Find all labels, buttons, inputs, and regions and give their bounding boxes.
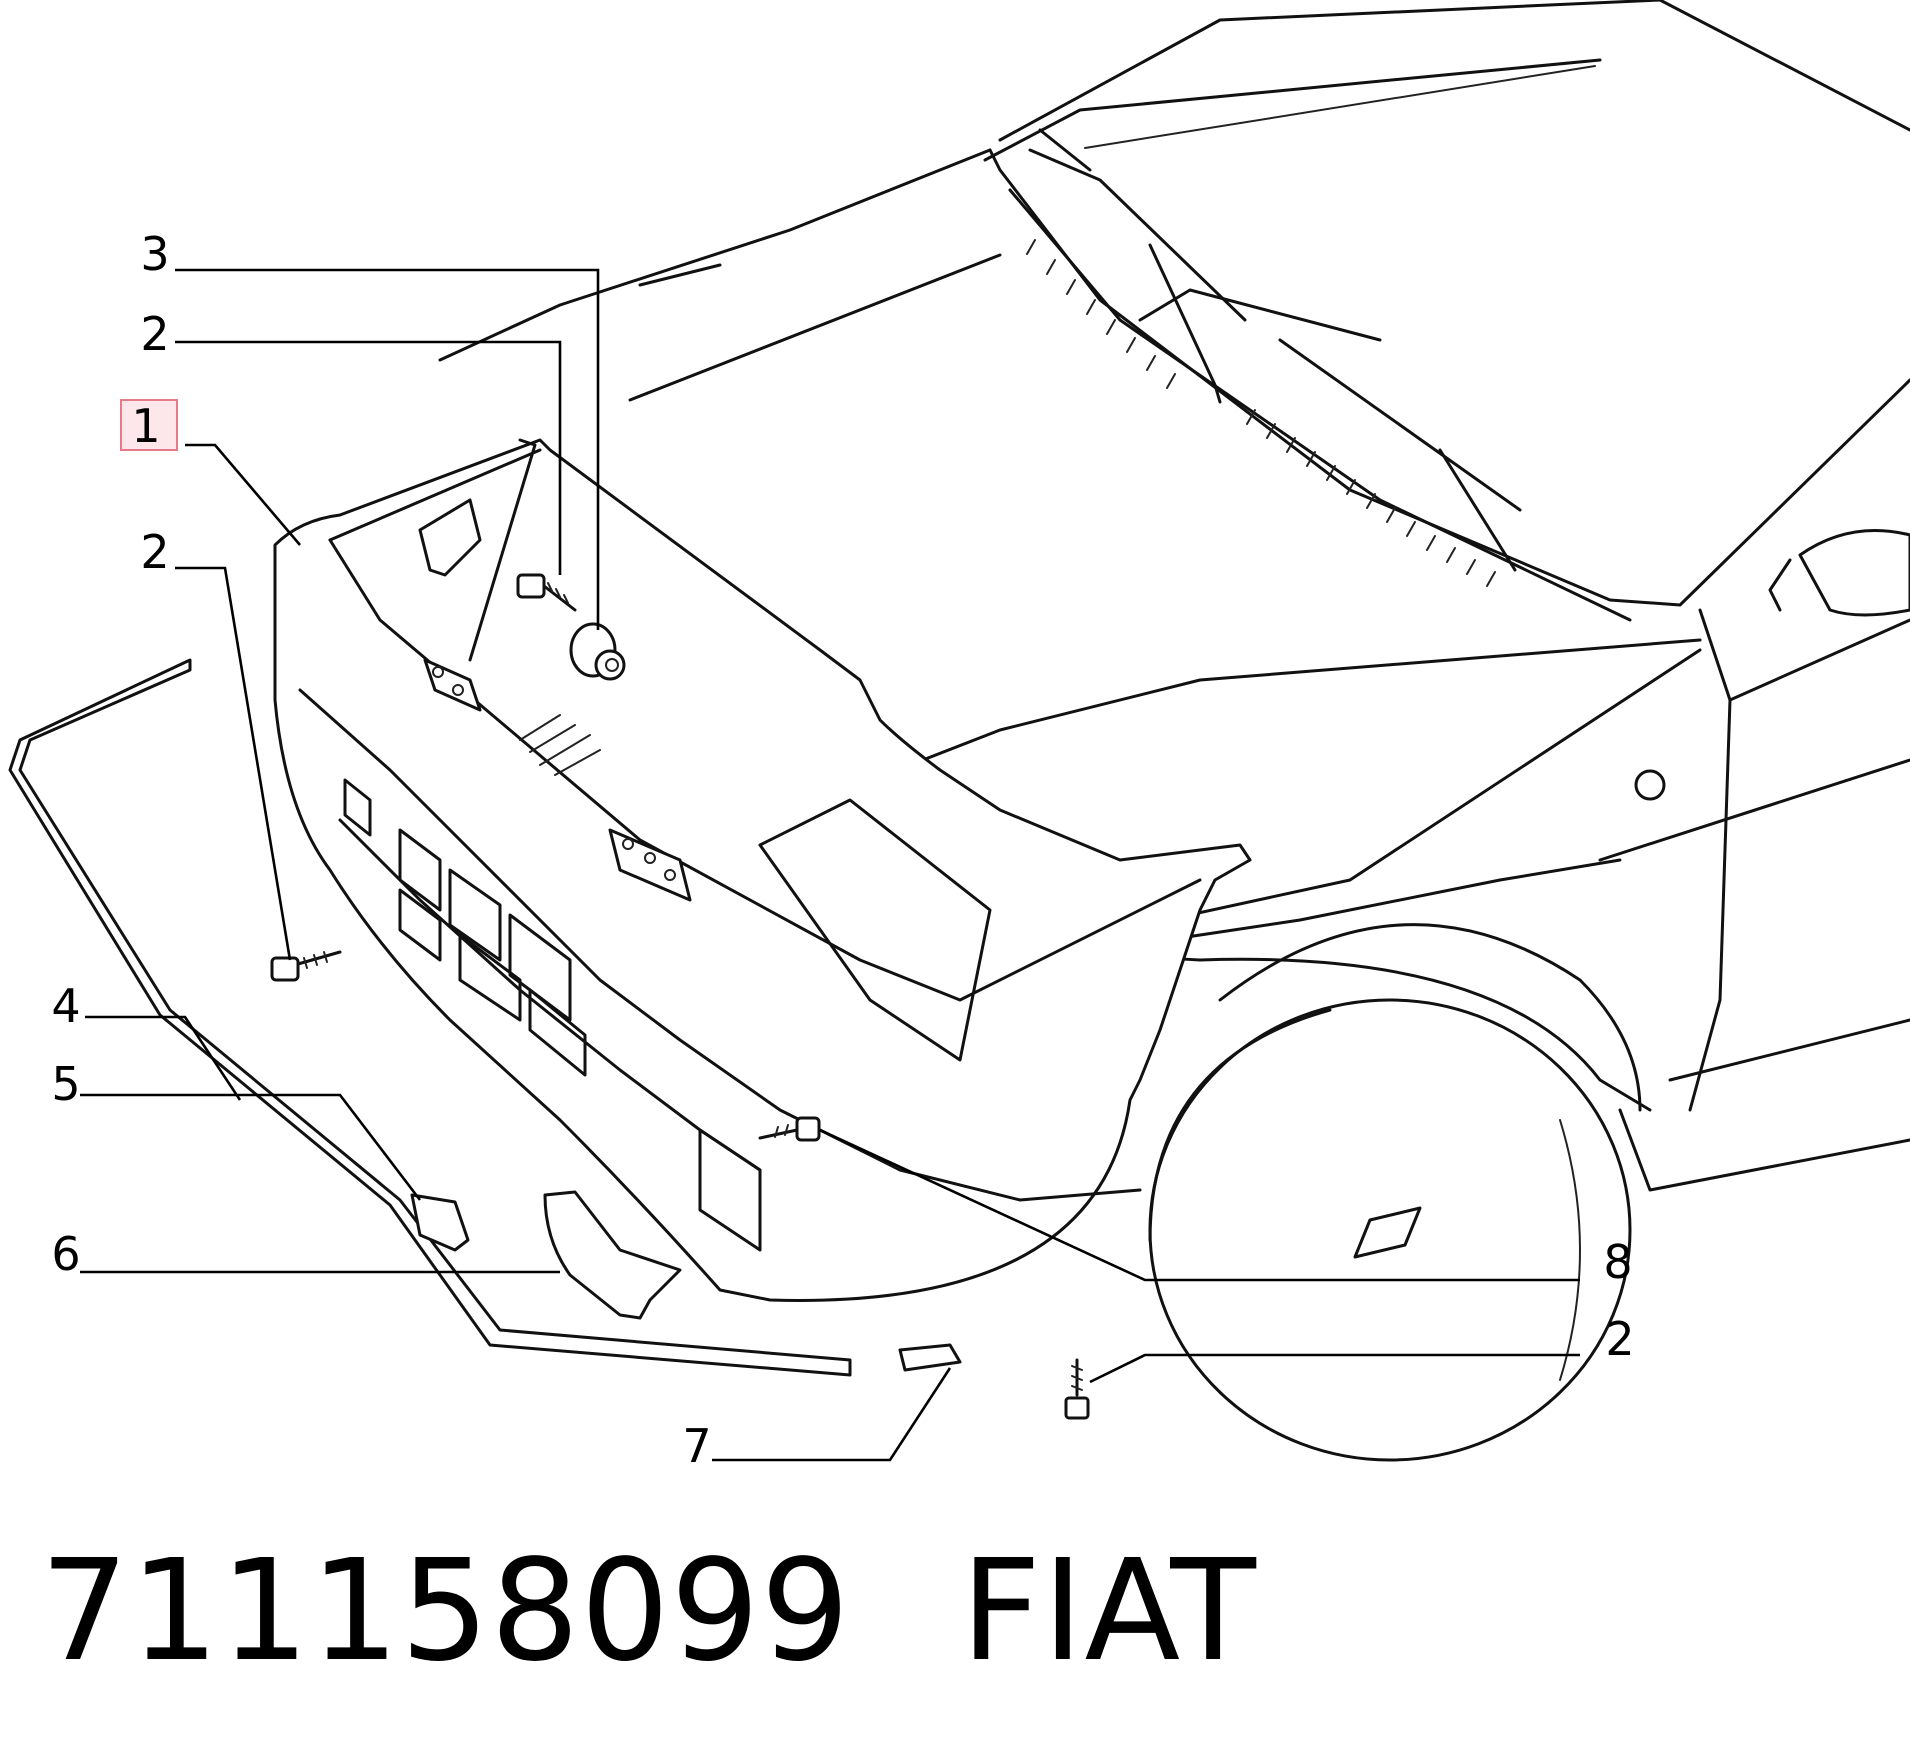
front-bumper <box>273 438 1252 1302</box>
car-body-outline <box>438 0 1910 1462</box>
callout-label-6[interactable]: 6 <box>51 1227 80 1281</box>
callout-1-highlight <box>120 399 178 451</box>
callout-label-2-bottom[interactable]: 2 <box>1605 1312 1634 1366</box>
clip-part-7 <box>898 1343 962 1372</box>
callout-label-7[interactable]: 7 <box>682 1419 711 1473</box>
callout-label-3[interactable]: 3 <box>140 227 169 281</box>
callout-label-2-top[interactable]: 2 <box>140 307 169 361</box>
clip-part-5 <box>410 1193 470 1252</box>
brand-name: FIAT <box>960 1530 1257 1693</box>
part-number: 711158099 <box>40 1530 851 1693</box>
callout-label-1[interactable]: 1 <box>131 399 160 453</box>
clip-nut-part-3 <box>569 622 626 681</box>
callout-label-8[interactable]: 8 <box>1603 1235 1632 1289</box>
part-caption: 711158099 FIAT <box>40 1530 1257 1693</box>
callout-label-4[interactable]: 4 <box>51 979 80 1033</box>
screw-part-2-lower <box>1064 1358 1090 1420</box>
screw-part-2-left <box>270 950 342 982</box>
bumper-strip <box>8 658 852 1377</box>
callout-label-5[interactable]: 5 <box>51 1057 80 1111</box>
leader-lines <box>80 268 1580 1462</box>
screw-part-8 <box>758 1116 821 1142</box>
bracket-part-6 <box>543 1190 682 1320</box>
screw-part-2-upper <box>516 573 577 612</box>
callout-label-2-left[interactable]: 2 <box>140 525 169 579</box>
